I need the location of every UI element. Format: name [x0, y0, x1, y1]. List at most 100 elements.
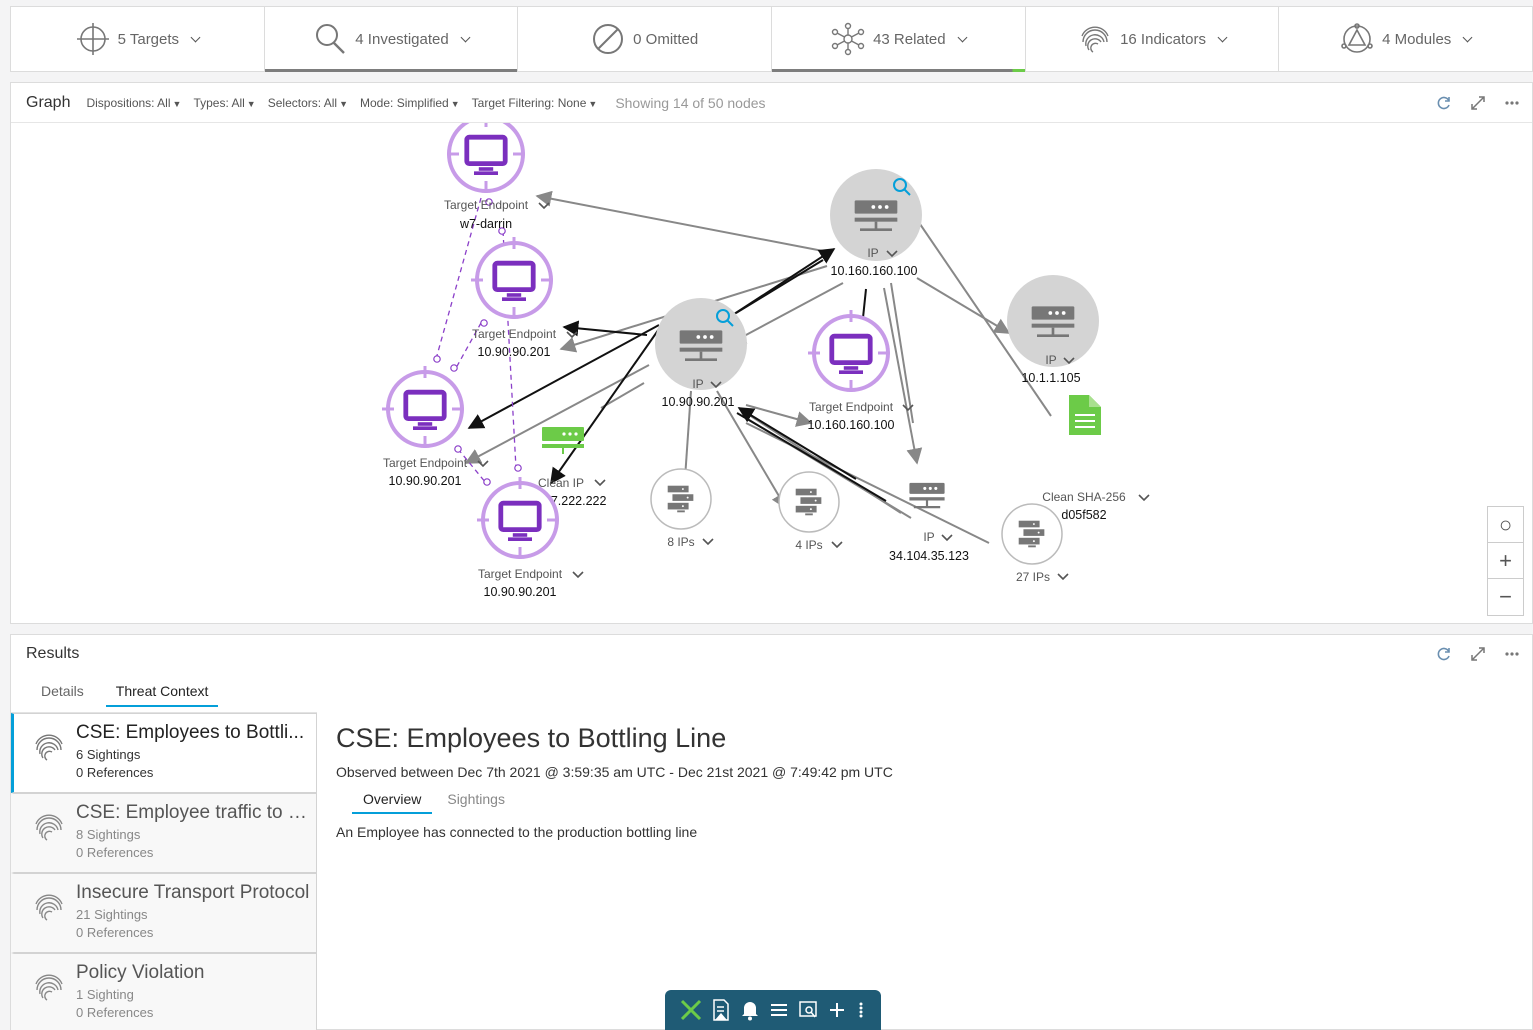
ip-node-1[interactable]: IP 10.160.160.100: [830, 169, 922, 278]
fingerprint-icon: [35, 734, 63, 761]
clean-sha-node[interactable]: Clean SHA-256 d05f582: [1042, 395, 1150, 522]
fingerprint-icon: [35, 894, 63, 921]
node-count-status: Showing 14 of 50 nodes: [615, 94, 766, 111]
group-node-4[interactable]: 4 IPs: [778, 471, 843, 552]
tab-modules-label: 4 Modules: [1382, 30, 1452, 48]
tab-targets[interactable]: 5 Targets: [11, 7, 265, 71]
node-label: IP: [1045, 353, 1056, 367]
group-node-8[interactable]: 8 IPs: [650, 468, 714, 549]
chevron-down-icon: [831, 541, 843, 549]
more-options-icon[interactable]: [1504, 646, 1520, 662]
filter-selectors-label: Selectors: All: [267, 95, 338, 110]
tab-indicators[interactable]: 16 Indicators: [1026, 7, 1280, 71]
tab-related[interactable]: 43 Related: [772, 7, 1026, 72]
list-item-references: 0 References: [76, 845, 154, 860]
node-label: Target Endpoint: [444, 198, 529, 212]
indicator-detail: CSE: Employees to Bottling Line Observed…: [336, 723, 1516, 840]
tab-threat-context[interactable]: Threat Context: [105, 679, 219, 707]
node-value: 10.160.160.100: [808, 418, 895, 432]
chevron-down-icon: [886, 250, 898, 258]
omit-icon: [593, 24, 624, 54]
tab-sightings[interactable]: Sightings: [447, 791, 505, 807]
graph-title: Graph: [26, 93, 71, 111]
list-item-sightings: 21 Sightings: [76, 907, 148, 922]
more-options-icon[interactable]: [1504, 95, 1520, 111]
chevron-down-icon: [477, 460, 489, 468]
bell-icon[interactable]: [740, 999, 760, 1021]
node-value: 10.90.90.201: [484, 585, 557, 599]
filter-mode-label: Mode: Simplified: [360, 95, 449, 110]
edges-black: [467, 248, 887, 502]
expand-icon[interactable]: [1470, 95, 1486, 111]
tab-related-label: 43 Related: [873, 30, 946, 48]
plus-icon[interactable]: [827, 1000, 847, 1020]
graph-canvas[interactable]: IP 10.160.160.100 IP 10.90.90.201 IP 10.…: [11, 123, 1532, 623]
graph-header-actions: [1436, 95, 1520, 111]
group-node-27[interactable]: 27 IPs: [1001, 503, 1069, 584]
refresh-icon[interactable]: [1436, 646, 1452, 662]
chevron-down-icon: [1217, 32, 1228, 42]
list-item-references: 0 References: [76, 925, 154, 940]
chevron-down-icon: [566, 331, 578, 339]
list-item[interactable]: CSE: Employee traffic to C...8 Sightings…: [11, 793, 317, 873]
node-label: Target Endpoint: [472, 327, 557, 341]
menu-icon[interactable]: [769, 1000, 789, 1020]
dropdown-triangle-icon: ▼: [450, 98, 460, 109]
ip-node-4[interactable]: IP 34.104.35.123: [889, 481, 969, 563]
node-label: 8 IPs: [667, 535, 694, 549]
node-value: 34.104.35.123: [889, 549, 969, 563]
chevron-down-icon: [710, 381, 722, 389]
chevron-down-icon: [572, 571, 584, 579]
tab-omitted[interactable]: 0 Omitted: [518, 7, 773, 71]
zoom-in-button[interactable]: +: [1488, 543, 1523, 579]
results-panel: Results Details Threat Context CSE: Empl…: [10, 634, 1533, 1030]
ip-node-2[interactable]: IP 10.90.90.201: [655, 298, 747, 409]
tab-overview[interactable]: Overview: [352, 788, 433, 814]
node-label: Clean IP: [538, 476, 584, 490]
target-endpoint-node-2[interactable]: Target Endpoint 10.90.90.201: [471, 237, 578, 359]
zoom-reset-button[interactable]: ○: [1488, 507, 1523, 543]
tab-investigated-label: 4 Investigated: [355, 30, 449, 48]
chevron-down-icon: [190, 32, 201, 42]
list-item-references: 0 References: [76, 765, 154, 780]
target-endpoint-node-3[interactable]: Target Endpoint 10.90.90.201: [382, 366, 489, 488]
target-endpoint-node-1[interactable]: Target Endpoint w7-darrin: [444, 123, 550, 231]
list-item-sightings: 6 Sightings: [76, 747, 141, 762]
tab-omitted-label: 0 Omitted: [633, 30, 699, 48]
tab-details[interactable]: Details: [41, 683, 84, 699]
node-label: IP: [867, 246, 878, 260]
magnifier-icon: [893, 178, 911, 196]
ip-node-3[interactable]: IP 10.1.1.105: [1007, 275, 1099, 385]
tab-investigated[interactable]: 4 Investigated: [264, 7, 519, 72]
zoom-controls: ○ + −: [1487, 506, 1524, 616]
filter-types-label: Types: All: [193, 95, 245, 110]
drag-handle-icon[interactable]: [856, 1000, 866, 1020]
node-label: 27 IPs: [1016, 570, 1050, 584]
investigate-icon[interactable]: [798, 1000, 818, 1020]
filter-target[interactable]: Target Filtering: None▼: [472, 96, 598, 110]
chevron-down-icon: [1063, 357, 1075, 365]
casebook-icon[interactable]: [711, 999, 731, 1021]
zoom-out-button[interactable]: −: [1499, 584, 1512, 609]
magnifier-icon: [716, 309, 734, 327]
observed-range: Observed between Dec 7th 2021 @ 3:59:35 …: [336, 764, 893, 780]
tab-modules[interactable]: 4 Modules: [1279, 7, 1532, 71]
fingerprint-icon: [35, 814, 63, 841]
filter-types[interactable]: Types: All▼: [193, 96, 255, 110]
target-endpoint-node-4[interactable]: Target Endpoint 10.90.90.201: [477, 477, 584, 599]
target-endpoint-node-5[interactable]: Target Endpoint 10.160.160.100: [808, 310, 914, 432]
detail-tabs: Overview Sightings: [352, 788, 1516, 814]
filter-dispositions[interactable]: Dispositions: All▼: [86, 96, 181, 110]
chevron-down-icon: [594, 479, 606, 487]
ribbon-logo-icon[interactable]: [680, 999, 702, 1021]
filter-mode[interactable]: Mode: Simplified▼: [360, 96, 460, 110]
filter-selectors[interactable]: Selectors: All▼: [268, 96, 348, 110]
refresh-icon[interactable]: [1436, 95, 1452, 111]
dropdown-triangle-icon: ▼: [588, 98, 598, 109]
expand-icon[interactable]: [1470, 646, 1486, 662]
node-label: Clean SHA-256: [1042, 490, 1126, 504]
